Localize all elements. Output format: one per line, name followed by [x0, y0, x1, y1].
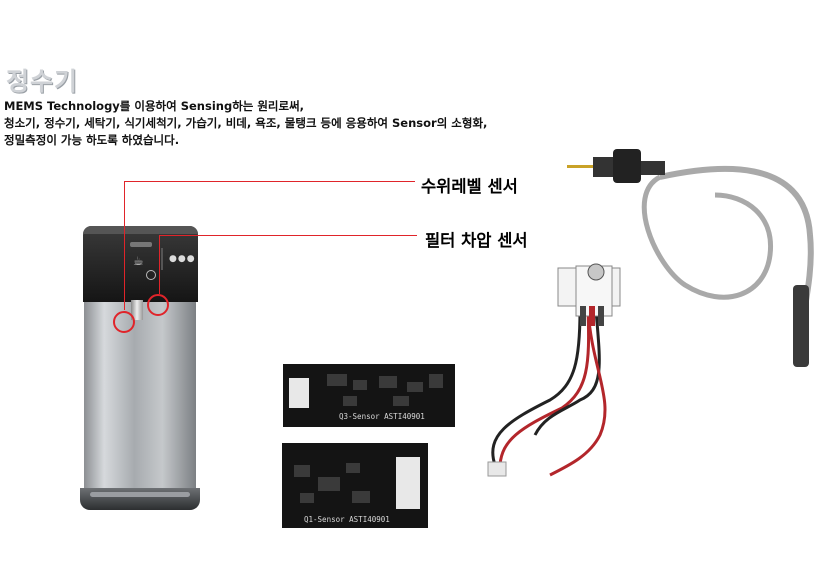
power-icon: [146, 270, 156, 280]
pcb-board-q1-label: Q1-Sensor ASTI40901: [304, 515, 390, 524]
water-level-callout-line: [124, 181, 415, 182]
filter-pressure-callout-line: [159, 235, 417, 236]
description: MEMS Technology를 이용하여 Sensing하는 원리로써, 청소…: [4, 98, 487, 149]
water-level-sensor-image: [567, 149, 814, 367]
description-line-1: MEMS Technology를 이용하여 Sensing하는 원리로써,: [4, 99, 305, 113]
pcb-board-q3-image: Q3-Sensor ASTI40901: [283, 364, 455, 427]
connector: [396, 457, 420, 509]
indicator-dots: ●●●: [169, 254, 196, 264]
filter-pressure-sensor-label: 필터 차압 센서: [425, 231, 528, 250]
page-title: 정수기: [6, 67, 79, 96]
purifier-control-panel: ☕ ●●●: [83, 226, 198, 302]
cup-icon: ☕: [133, 254, 144, 268]
purifier-base: [80, 488, 200, 510]
connector: [289, 378, 309, 408]
pcb-board-q1-image: Q1-Sensor ASTI40901: [282, 443, 428, 528]
pressure-sensor-image: [487, 263, 621, 477]
filter-pressure-highlight-circle: [147, 294, 169, 316]
water-level-highlight-circle: [113, 311, 135, 333]
water-level-callout-drop: [124, 181, 125, 310]
description-line-3: 정밀측정이 가능 하도록 하였습니다.: [4, 133, 180, 147]
pcb-board-q3-label: Q3-Sensor ASTI40901: [339, 412, 425, 421]
purifier-spout: [131, 300, 143, 320]
water-level-sensor-label: 수위레벨 센서: [421, 177, 518, 196]
purifier-body: [84, 302, 196, 494]
description-line-2: 청소기, 정수기, 세탁기, 식기세척기, 가습기, 비데, 욕조, 물탱크 등…: [4, 116, 488, 130]
filter-pressure-callout-drop: [159, 235, 160, 294]
